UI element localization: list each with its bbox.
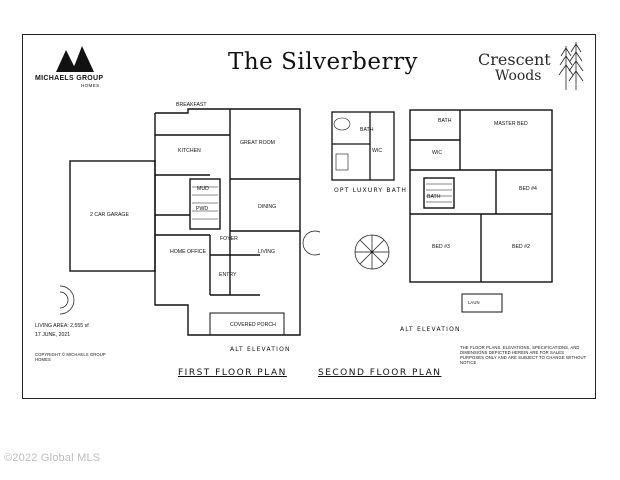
first-floor-plan [60, 108, 320, 336]
room-great-room: GREAT ROOM [240, 140, 275, 146]
room-bed-2: BED #2 [512, 244, 530, 250]
copyright-note: COPYRIGHT © MICHAELS GROUP HOMES [35, 352, 106, 362]
community-name-line1: Crescent [478, 50, 551, 69]
room-laundry: LAUN [468, 300, 480, 305]
room-mud: MUD [197, 186, 209, 192]
room-wic: WIC [432, 150, 443, 156]
opt-bath-room: BATH [360, 127, 374, 133]
plan-date: 17 JUNE, 2021 [35, 332, 71, 338]
room-home-office: HOME OFFICE [170, 249, 207, 255]
room-upper-bath: BATH [438, 118, 452, 124]
room-covered-porch: COVERED PORCH [230, 322, 276, 328]
room-breakfast: BREAKFAST [176, 102, 207, 108]
room-garage: 2 CAR GARAGE [90, 212, 129, 218]
room-foyer: FOYER [220, 236, 238, 242]
room-entry: ENTRY [219, 272, 237, 278]
builder-name: MICHAELS GROUP [35, 75, 104, 82]
plan-sheet [22, 34, 596, 399]
opt-wic-room: WIC [372, 148, 383, 154]
second-floor-label: SECOND FLOOR PLAN [318, 368, 442, 378]
builder-logo [56, 46, 94, 72]
landscape-tree-icon [354, 234, 390, 270]
room-master-bed: MASTER BED [494, 121, 528, 127]
tree-logo-icon [558, 42, 584, 90]
opt-luxury-bath-label: OPT LUXURY BATH [334, 187, 408, 194]
room-bed-4: BED #4 [519, 186, 537, 192]
plan-title: The Silverberry [228, 49, 418, 75]
room-living: LIVING [258, 249, 276, 255]
first-floor-alt-elevation: ALT ELEVATION [230, 346, 291, 353]
second-floor-plan [409, 109, 553, 313]
mls-watermark: ©2022 Global MLS [4, 452, 101, 464]
opt-luxury-bath-plan [331, 111, 395, 181]
room-bath-2: BATH [427, 194, 441, 200]
first-floor-label: FIRST FLOOR PLAN [178, 368, 287, 378]
room-pwdr: PWD [196, 206, 209, 212]
builder-sub: HOMES [81, 83, 100, 88]
room-bed-3: BED #3 [432, 244, 450, 250]
second-floor-alt-elevation: ALT ELEVATION [400, 326, 461, 333]
room-kitchen: KITCHEN [178, 148, 201, 154]
room-dining: DINING [258, 204, 277, 210]
disclaimer-note: THE FLOOR PLANS, ELEVATIONS, SPECIFICATI… [460, 345, 587, 365]
living-area: LIVING AREA: 2,555 sf [35, 323, 89, 329]
community-name-line2: Woods [495, 68, 542, 84]
